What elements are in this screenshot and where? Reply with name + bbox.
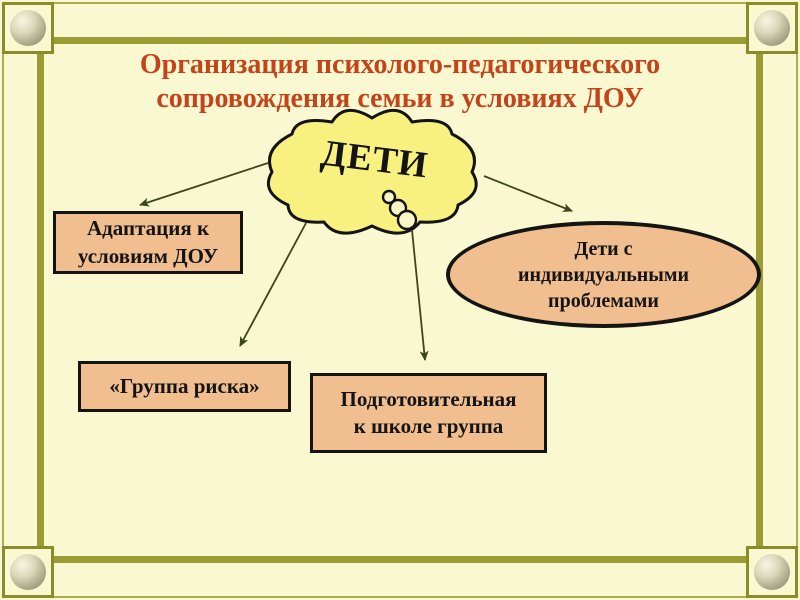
corner-ornament-bottom-left (2, 546, 54, 598)
sphere-icon (10, 554, 46, 590)
node-prep-group: Подготовительная к школе группа (310, 373, 547, 453)
sphere-icon (754, 554, 790, 590)
corner-ornament-top-left (2, 2, 54, 54)
thought-bubble-icon (388, 198, 408, 218)
arrow-to-individual-problems (483, 175, 573, 212)
node-adaptation: Адаптация к условиям ДОУ (53, 211, 243, 274)
node-individual-problems: Дети с индивидуальными проблемами (446, 221, 761, 328)
arrow-to-adaptation (139, 162, 269, 207)
cloud-label: ДЕТИ (318, 132, 431, 187)
corner-ornament-bottom-right (746, 546, 798, 598)
arrow-to-risk-group (239, 222, 307, 347)
sphere-icon (754, 10, 790, 46)
corner-ornament-top-right (746, 2, 798, 54)
sphere-icon (10, 10, 46, 46)
node-risk-group: «Группа риска» (78, 361, 291, 412)
thought-bubble-icon (381, 189, 397, 205)
arrow-to-prep-group (411, 229, 429, 361)
thought-bubble-icon (396, 209, 418, 231)
slide-title: Организация психолого-педагогического со… (139, 49, 661, 115)
